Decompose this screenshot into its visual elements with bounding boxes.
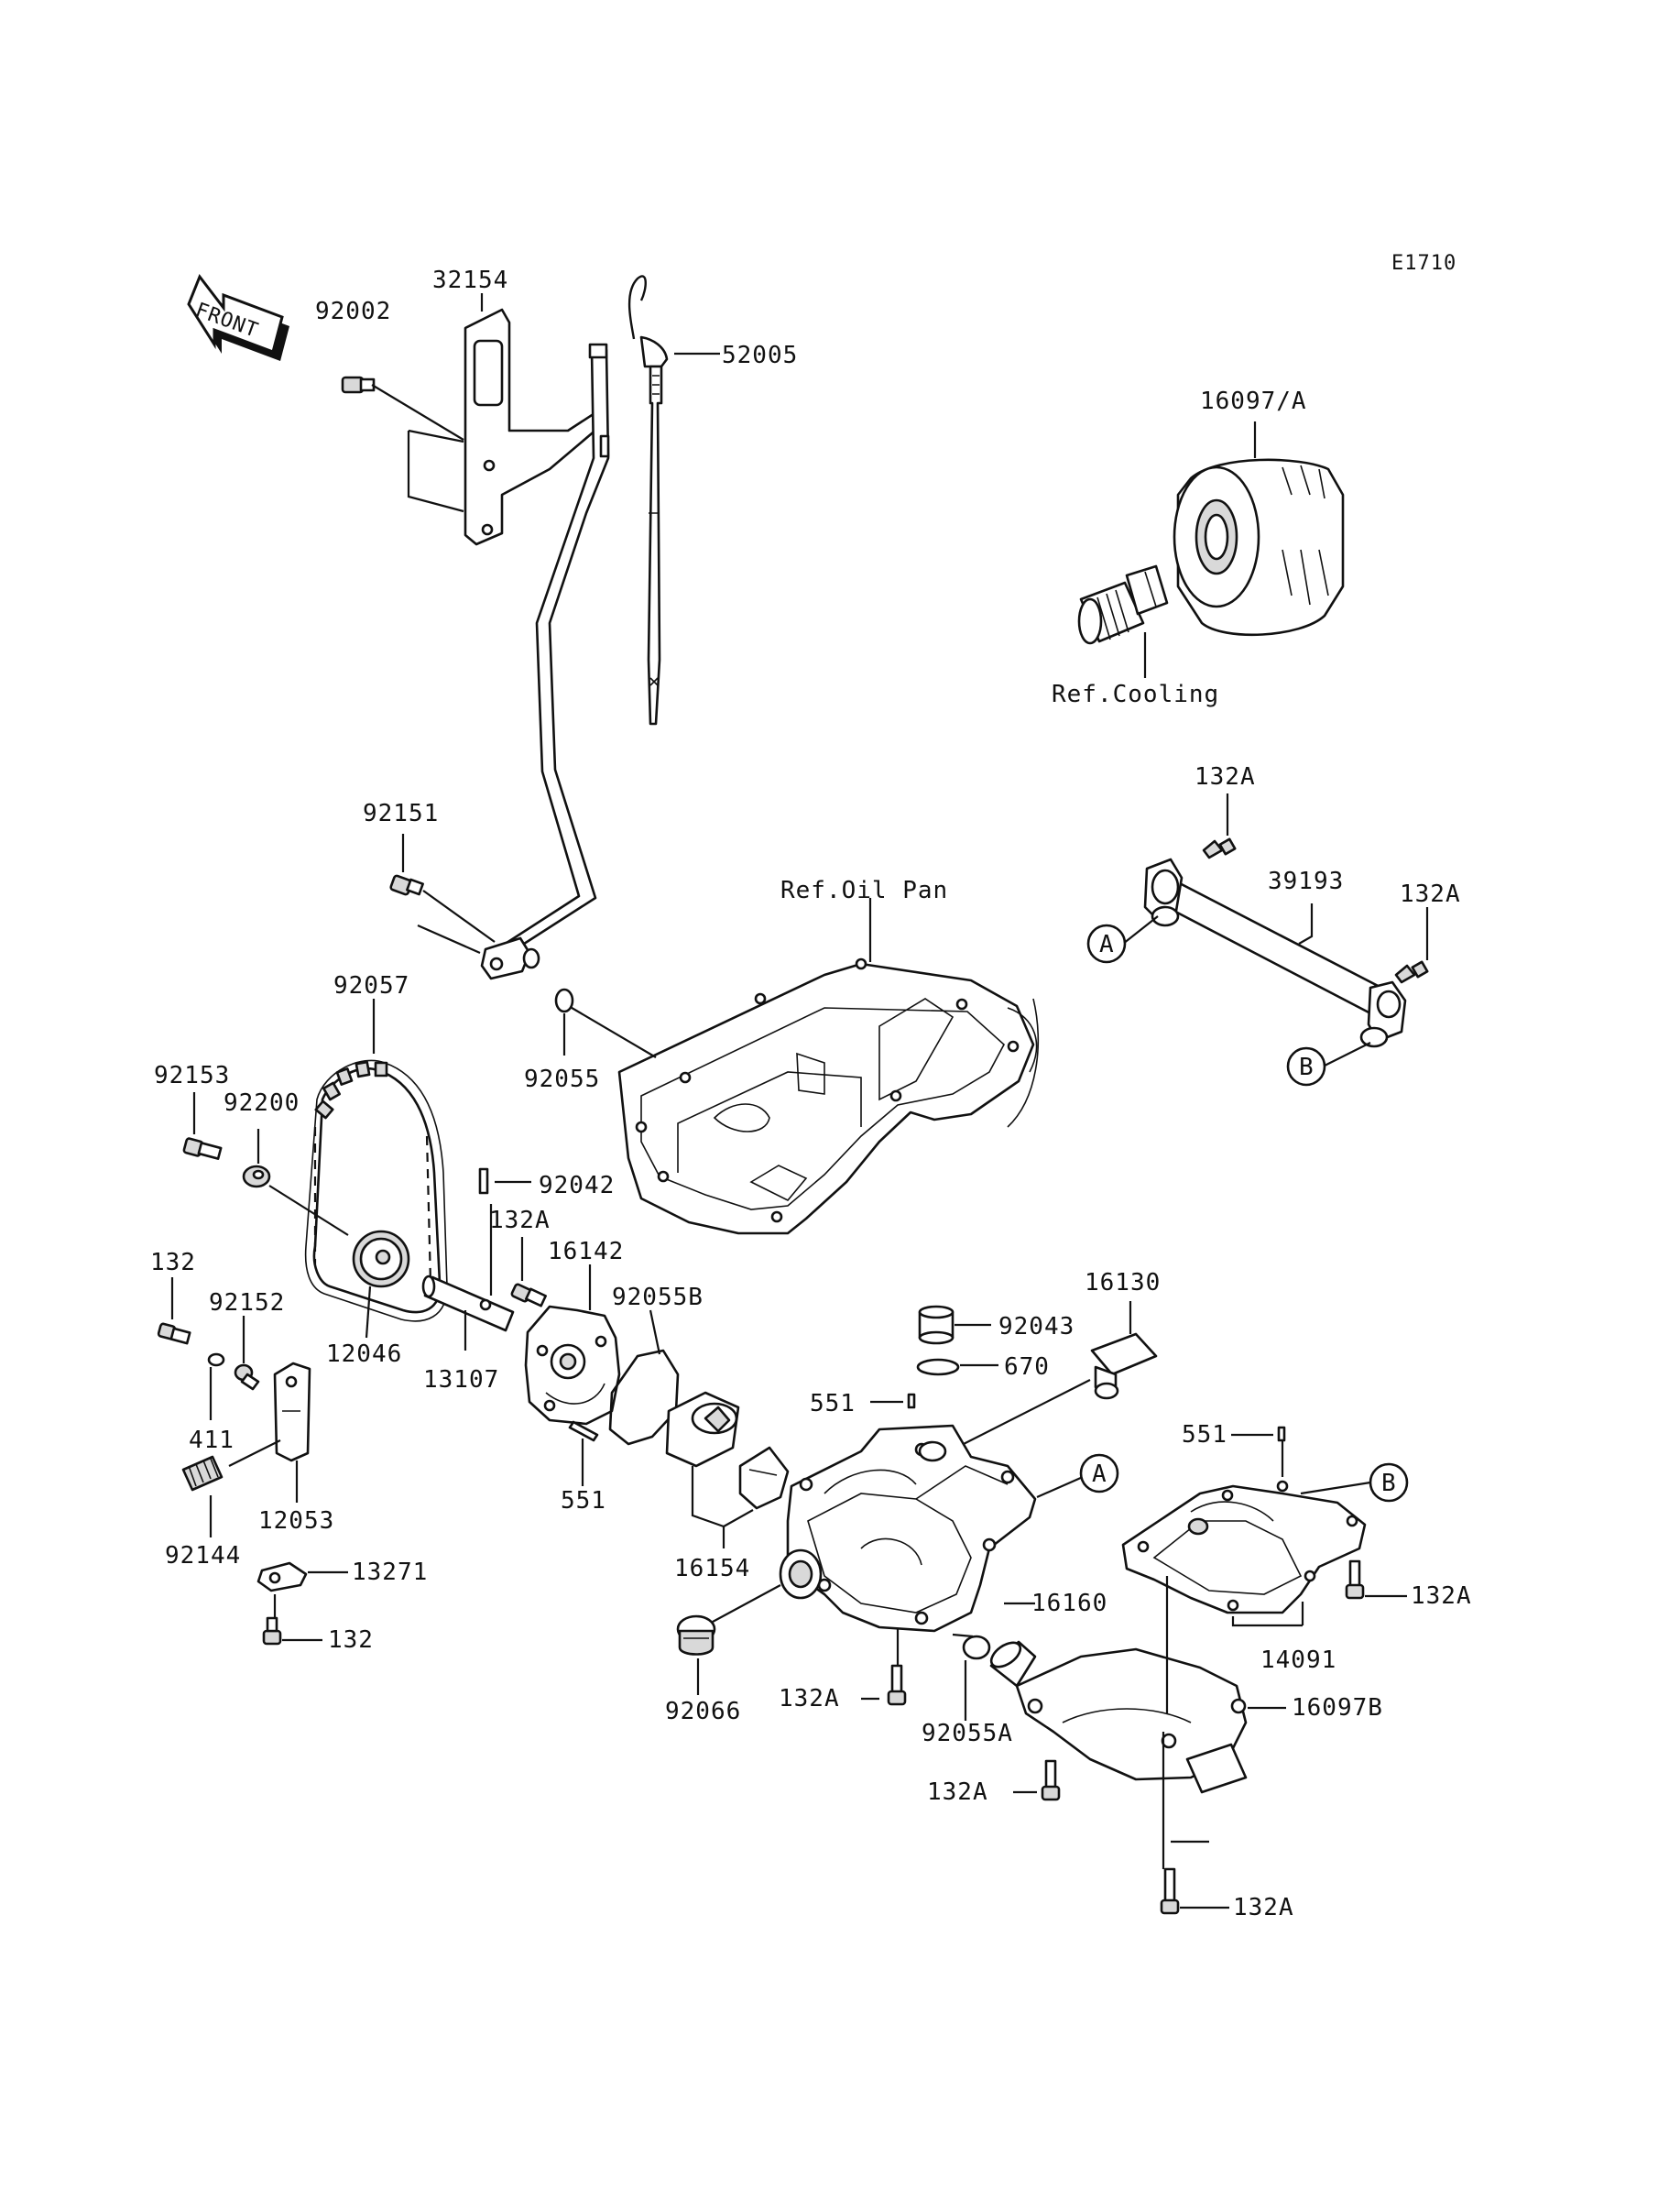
label-16160: 16160 bbox=[1031, 1590, 1107, 1617]
bolt-132-left bbox=[157, 1322, 191, 1345]
callout-b-top: B bbox=[1299, 1054, 1315, 1081]
label-551-pump: 551 bbox=[561, 1487, 606, 1515]
diagram-id-code: E1710 bbox=[1391, 252, 1456, 275]
plug-92066 bbox=[676, 1614, 716, 1656]
label-32154: 32154 bbox=[432, 267, 508, 294]
label-16142: 16142 bbox=[548, 1238, 624, 1265]
oil-pump-housing bbox=[779, 1424, 1037, 1633]
label-92002: 92002 bbox=[315, 298, 391, 325]
o-ring-92055 bbox=[554, 988, 574, 1013]
holder-12053 bbox=[273, 1362, 311, 1462]
label-14091: 14091 bbox=[1260, 1647, 1336, 1674]
washer-92200 bbox=[242, 1165, 271, 1188]
sprocket-12046 bbox=[352, 1230, 410, 1288]
bolt-132A-strainer-left bbox=[1041, 1759, 1061, 1801]
oil-pan bbox=[617, 957, 1040, 1235]
label-551-right: 551 bbox=[1182, 1421, 1227, 1449]
dipstick-bracket bbox=[464, 308, 606, 546]
bolt-92153 bbox=[182, 1137, 223, 1160]
fitting-16130 bbox=[1090, 1332, 1158, 1400]
label-132-bottom-left: 132 bbox=[328, 1626, 374, 1654]
label-92151: 92151 bbox=[363, 800, 439, 827]
label-132A-pipe-right: 132A bbox=[1400, 881, 1461, 908]
label-92042: 92042 bbox=[539, 1172, 615, 1199]
label-132A-cover: 132A bbox=[1411, 1582, 1472, 1610]
plate-13271 bbox=[256, 1561, 308, 1592]
oil-pump-rotor bbox=[665, 1391, 790, 1510]
callout-a-top: A bbox=[1099, 931, 1115, 958]
callout-circle-b-top bbox=[1286, 1046, 1326, 1087]
washer-411 bbox=[207, 1352, 225, 1367]
bolt-132A-housing bbox=[887, 1664, 907, 1706]
bolt-92002 bbox=[341, 376, 376, 394]
label-92200: 92200 bbox=[224, 1089, 300, 1117]
callout-circle-a-top bbox=[1086, 924, 1127, 964]
o-ring-670 bbox=[916, 1358, 960, 1376]
label-13107: 13107 bbox=[423, 1366, 499, 1394]
label-411: 411 bbox=[189, 1427, 235, 1454]
callout-circle-b-bottom bbox=[1369, 1462, 1409, 1503]
oil-strainer bbox=[989, 1640, 1248, 1794]
filter-fitting bbox=[1077, 564, 1169, 645]
label-670: 670 bbox=[1004, 1353, 1050, 1381]
oil-pump-body bbox=[524, 1305, 621, 1426]
spring-92144 bbox=[181, 1455, 224, 1492]
tube-flange bbox=[480, 936, 540, 980]
o-ring-92055a bbox=[962, 1635, 991, 1660]
label-551-center: 551 bbox=[810, 1390, 856, 1417]
label-16097A: 16097/A bbox=[1200, 388, 1307, 415]
label-13271: 13271 bbox=[352, 1559, 428, 1586]
label-16097B: 16097B bbox=[1292, 1694, 1383, 1722]
label-132A-strainer-left: 132A bbox=[927, 1778, 988, 1806]
oil-pump-chain bbox=[304, 1059, 448, 1322]
ref-cooling-label: Ref.Cooling bbox=[1052, 681, 1219, 708]
label-92153: 92153 bbox=[154, 1062, 230, 1089]
label-39193: 39193 bbox=[1268, 868, 1344, 895]
label-132A-pump: 132A bbox=[489, 1207, 551, 1234]
label-92144: 92144 bbox=[165, 1542, 241, 1570]
label-92055B: 92055B bbox=[612, 1284, 704, 1311]
pin-551-pump bbox=[568, 1420, 599, 1442]
label-92152: 92152 bbox=[209, 1289, 285, 1317]
label-16154: 16154 bbox=[674, 1555, 750, 1582]
callout-b-bottom: B bbox=[1381, 1470, 1397, 1497]
callout-a-bottom: A bbox=[1092, 1461, 1107, 1488]
label-92057: 92057 bbox=[333, 972, 409, 1000]
oil-filter bbox=[1173, 458, 1345, 637]
label-92043: 92043 bbox=[998, 1313, 1075, 1340]
label-132-left: 132 bbox=[150, 1249, 196, 1276]
label-92066: 92066 bbox=[665, 1698, 741, 1725]
bolt-132A-pipe-top bbox=[1202, 837, 1237, 859]
callout-circle-a-bottom bbox=[1079, 1453, 1119, 1493]
bolt-132A-pipe-right bbox=[1394, 960, 1429, 984]
pin-551-center bbox=[907, 1393, 916, 1409]
bolt-92151 bbox=[389, 874, 424, 896]
collar-92043 bbox=[918, 1305, 955, 1345]
oil-pipe bbox=[1143, 858, 1407, 1048]
pin-92042 bbox=[478, 1167, 489, 1195]
bolt-132A-cover bbox=[1345, 1559, 1365, 1600]
label-52005: 52005 bbox=[722, 342, 798, 369]
label-92055A: 92055A bbox=[922, 1720, 1013, 1747]
bolt-132A-pump bbox=[510, 1283, 547, 1307]
label-16130: 16130 bbox=[1085, 1269, 1161, 1296]
part-92152 bbox=[234, 1363, 260, 1391]
label-132A-pipe-top: 132A bbox=[1195, 763, 1256, 791]
label-132A-strainer-bottom: 132A bbox=[1233, 1894, 1294, 1921]
ref-oil-pan-label: Ref.Oil Pan bbox=[780, 877, 948, 904]
label-92055: 92055 bbox=[524, 1066, 600, 1093]
bolt-132-bottom-left bbox=[262, 1616, 282, 1646]
label-12053: 12053 bbox=[258, 1507, 334, 1535]
dipstick bbox=[627, 275, 669, 726]
front-arrow-icon: FRONT bbox=[187, 273, 289, 361]
label-132A-housing: 132A bbox=[779, 1685, 840, 1712]
oil-pump-cover bbox=[1121, 1480, 1367, 1614]
bolt-132A-strainer-bottom bbox=[1160, 1867, 1180, 1915]
label-12046: 12046 bbox=[326, 1340, 402, 1368]
pin-551-right bbox=[1277, 1426, 1286, 1442]
shaft-13107 bbox=[421, 1275, 515, 1332]
